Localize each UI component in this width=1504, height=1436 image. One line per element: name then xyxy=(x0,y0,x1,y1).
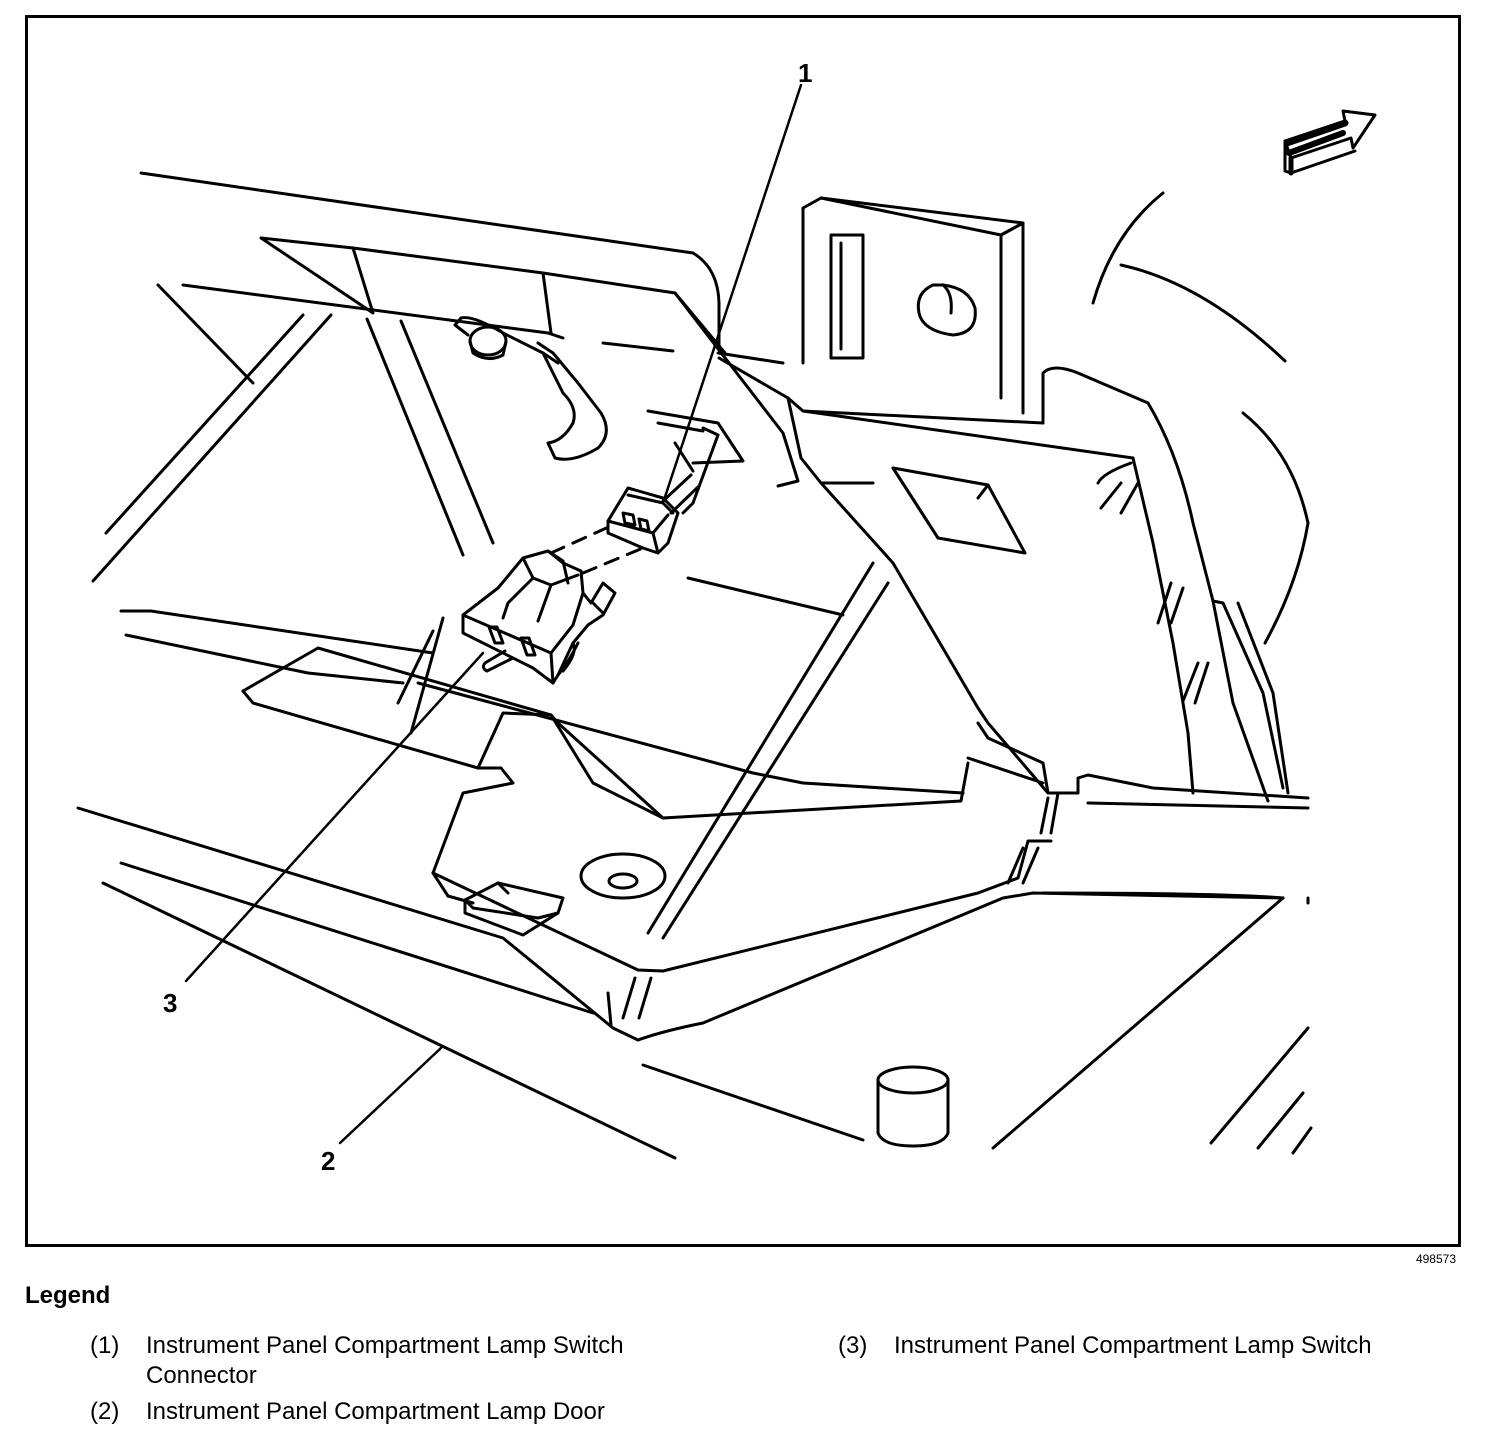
harness-bracket xyxy=(453,316,745,515)
latch-tab xyxy=(891,466,1027,555)
bumper-cylinder xyxy=(876,1065,950,1148)
line-drawing xyxy=(76,83,1377,1160)
arrow-icon xyxy=(1283,109,1377,176)
diagram-frame: 1 2 3 xyxy=(25,15,1461,1247)
tray-pocket xyxy=(463,881,565,937)
upper-shelf xyxy=(717,356,1290,803)
legend-item-number: (1) xyxy=(90,1332,120,1359)
left-side-panels xyxy=(91,313,495,583)
legend-item-number: (2) xyxy=(90,1398,120,1425)
mounting-tab xyxy=(801,196,1025,415)
tray-hole xyxy=(579,852,667,900)
legend-item-text: Instrument Panel Compartment Lamp Switch xyxy=(894,1332,1372,1359)
callout-1: 1 xyxy=(798,58,813,88)
support-brace xyxy=(646,481,1310,940)
inner-floor xyxy=(119,576,965,795)
lower-tray xyxy=(76,646,1313,1160)
legend-item-line: Instrument Panel Compartment Lamp Switch xyxy=(146,1332,624,1359)
gauge-outline xyxy=(1091,191,1310,645)
legend-item-text: Instrument Panel Compartment Lamp Switch… xyxy=(146,1331,624,1391)
callout-3: 3 xyxy=(163,988,178,1018)
legend-item-text: Instrument Panel Compartment Lamp Door xyxy=(146,1398,605,1425)
legend-title: Legend xyxy=(25,1282,111,1309)
figure-id: 498573 xyxy=(1415,1252,1456,1266)
legend-item-1: (1) Instrument Panel Compartment Lamp Sw… xyxy=(90,1331,770,1391)
dashboard-panel xyxy=(139,171,800,488)
legend-item-number: (3) xyxy=(838,1332,868,1359)
legend-item-3: (3) Instrument Panel Compartment Lamp Sw… xyxy=(838,1331,1468,1361)
assembly-dash xyxy=(549,523,645,575)
callout-2: 2 xyxy=(321,1146,336,1176)
switch-connector xyxy=(606,473,700,555)
leader-lines xyxy=(184,83,803,1145)
lamp-switch xyxy=(461,549,617,685)
legend-item-2: (2) Instrument Panel Compartment Lamp Do… xyxy=(90,1397,770,1427)
legend-item-line: Connector xyxy=(146,1362,257,1389)
